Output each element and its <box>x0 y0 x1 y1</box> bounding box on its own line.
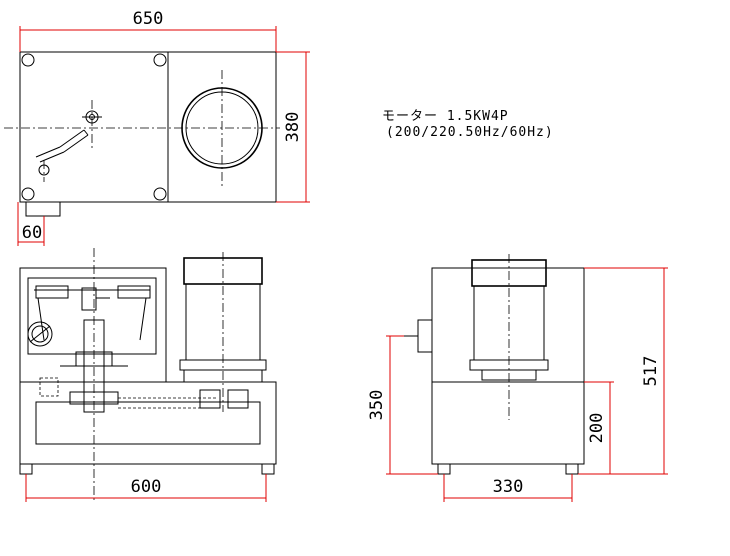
front-view <box>19 248 277 502</box>
dim-plan-depth: 380 <box>283 112 303 143</box>
dim-side-width: 330 <box>493 477 524 497</box>
dim-outlet-offset: 60 <box>22 223 42 243</box>
dim-base-width: 600 <box>131 477 162 497</box>
dim-outlet-height: 350 <box>367 390 387 421</box>
plan-view <box>4 26 310 246</box>
dim-base-height: 200 <box>587 413 607 444</box>
motor-note-line1: モーター 1.5KW4P <box>382 109 509 124</box>
side-view <box>386 254 668 502</box>
motor-note-line2: (200/220.50Hz/60Hz) <box>386 125 554 140</box>
dim-overall-width: 650 <box>133 9 164 29</box>
dim-overall-height: 517 <box>641 356 661 387</box>
